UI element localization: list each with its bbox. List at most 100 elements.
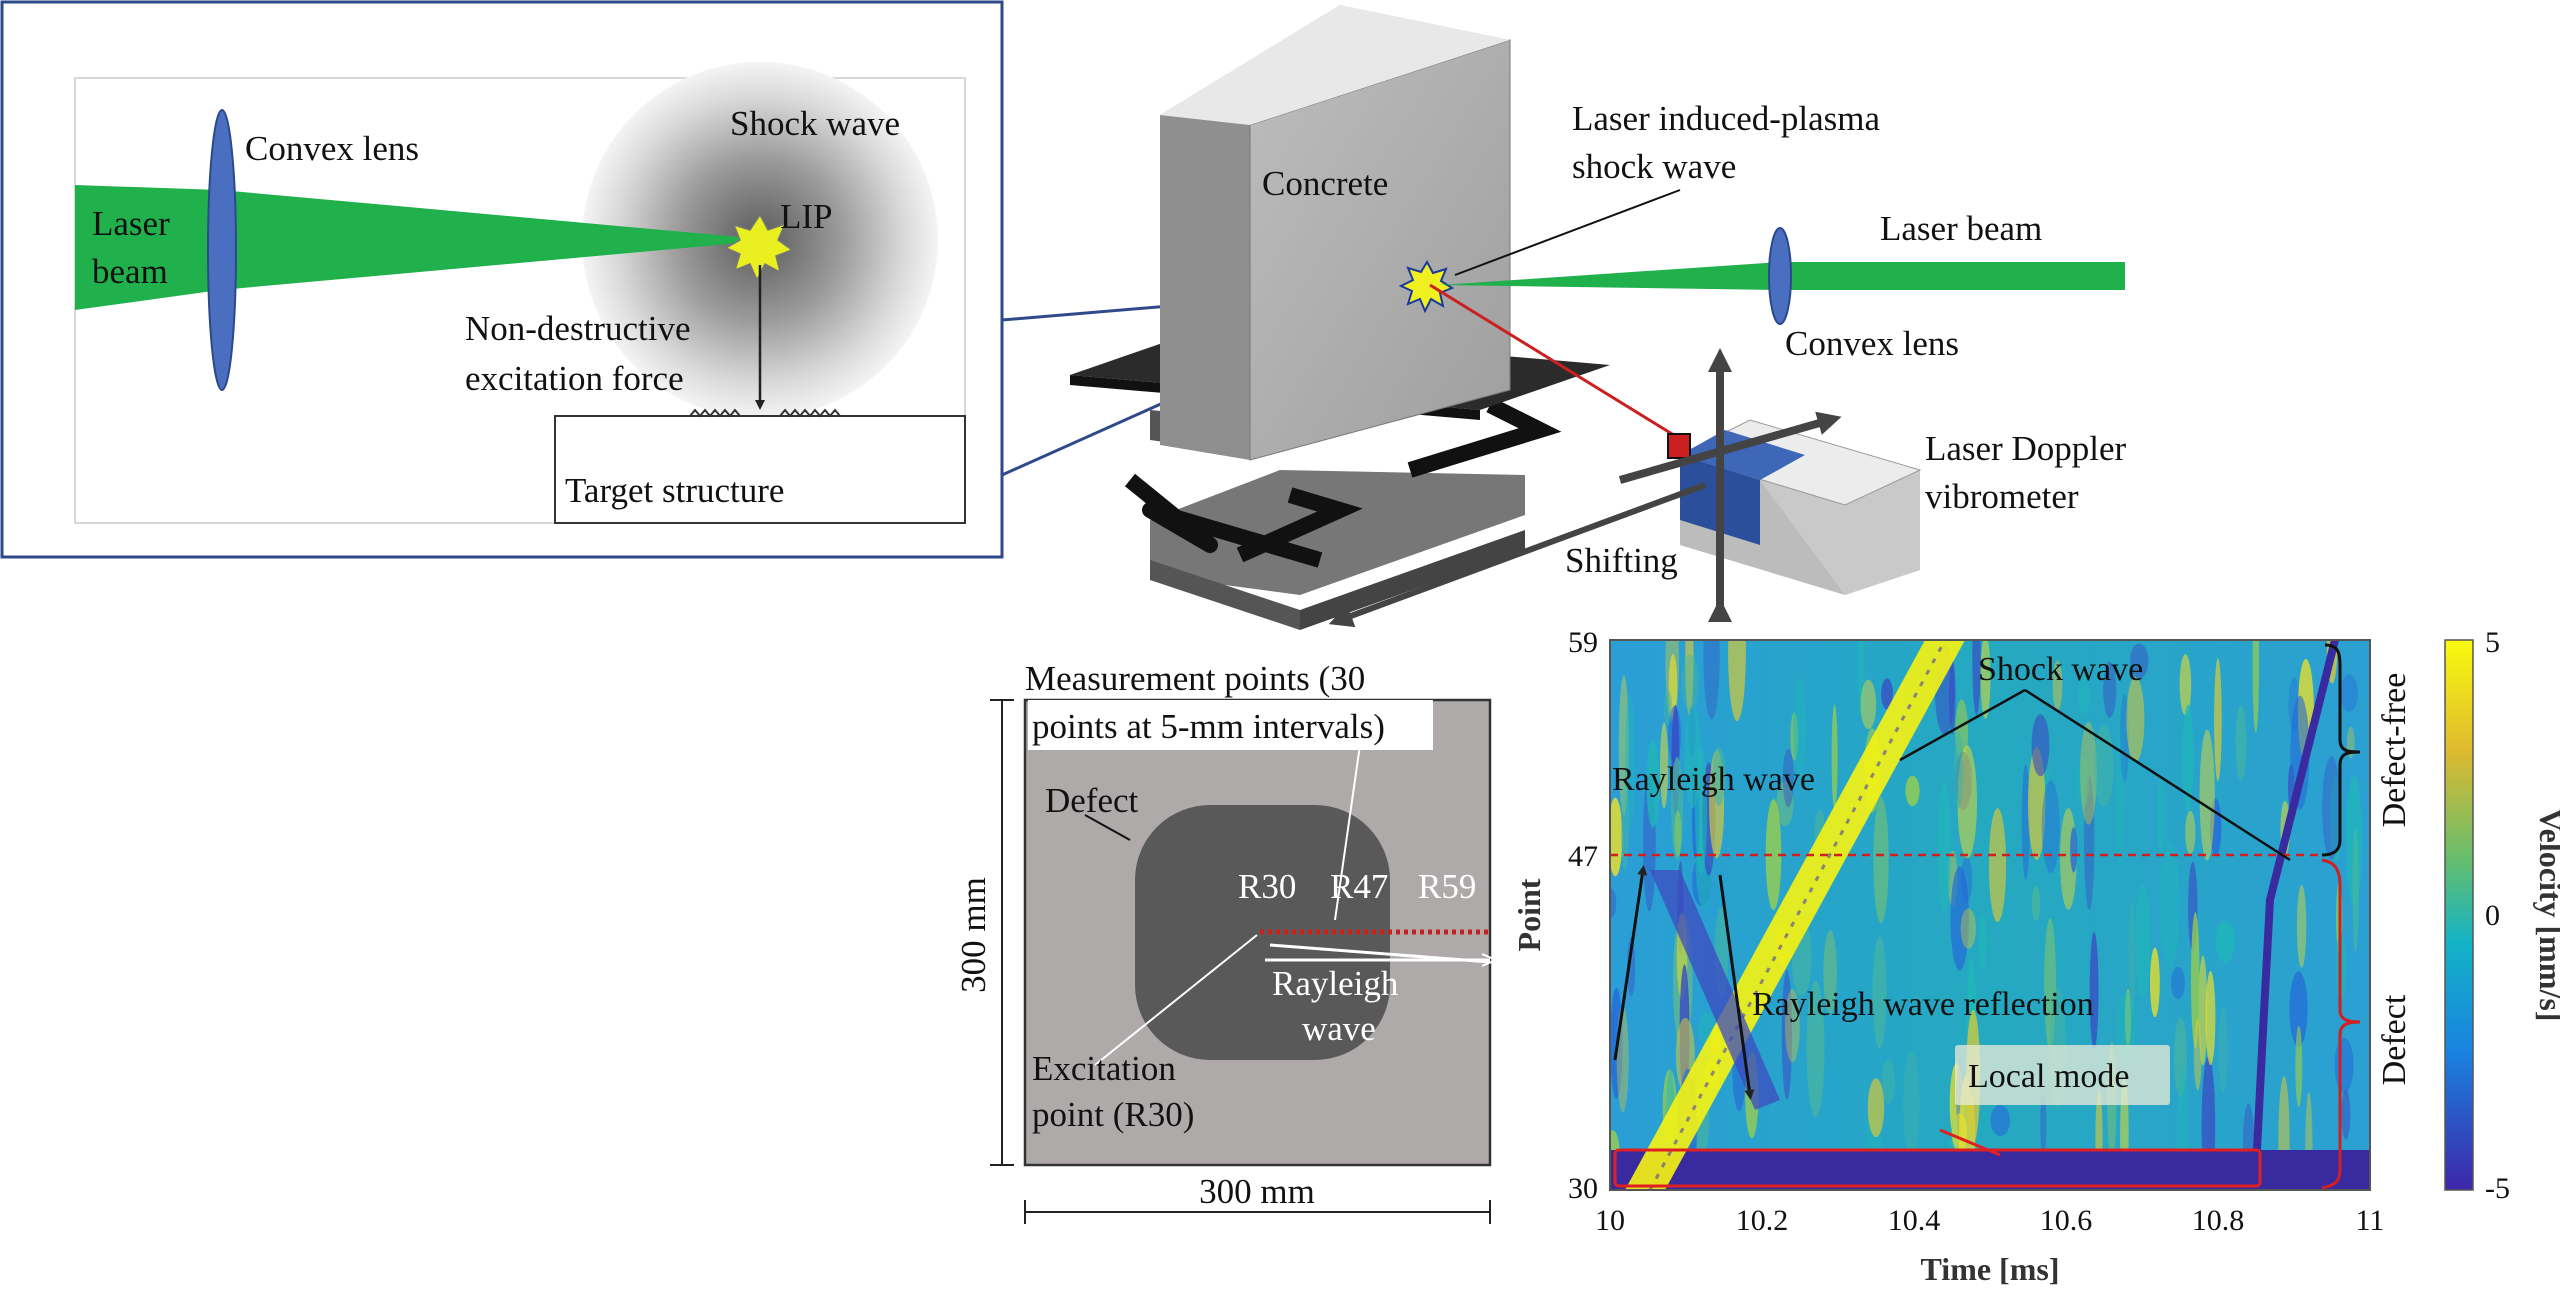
texture-streak: [2021, 764, 2030, 880]
inset-target-label: Target structure: [565, 471, 784, 510]
plot-ylabel: Point: [1511, 878, 1547, 951]
texture-streak: [2322, 756, 2341, 860]
cbar-tick-5: 5: [2485, 626, 2500, 659]
concrete-top-face: [1160, 5, 1510, 125]
shock-leader-right: [2024, 688, 2291, 862]
texture-streak: [1681, 654, 1699, 712]
texture-streak: [1793, 676, 1807, 779]
texture-streak: [1616, 1005, 1629, 1113]
specimen-schematic: Measurement points (30 points at 5-mm in…: [954, 659, 1490, 1224]
texture-streak: [2084, 775, 2095, 910]
texture-streak: [2191, 912, 2200, 1049]
local-mode-box: [1613, 1148, 2262, 1188]
texture-streak: [2193, 1018, 2202, 1091]
defect-leader-line: [1084, 814, 1131, 841]
texture-streak: [1988, 808, 2007, 923]
texture-streak: [2078, 673, 2090, 716]
local-mode-label-bg: [1955, 1045, 2170, 1105]
scissor-link-right: [1407, 397, 1562, 478]
texture-streak: [2295, 1025, 2303, 1107]
inset-panel: Laser beam Convex lens Shock wave LIP No…: [0, 0, 1004, 559]
texture-streak: [1620, 783, 1629, 871]
scissor-link-left: [1124, 473, 1323, 568]
texture-streak: [2070, 827, 2078, 873]
target-structure-box: [554, 415, 966, 524]
texture-streak: [2252, 640, 2259, 733]
reflection-band: [1650, 870, 1780, 1110]
plot-xlabel: Time [ms]: [1921, 1251, 2060, 1287]
texture-streak: [1627, 937, 1636, 996]
texture-streak: [2218, 1006, 2228, 1093]
texture-streak: [1610, 797, 1623, 877]
ldv-laser-line: [1429, 283, 1691, 447]
setup-laser-beam-label: Laser beam: [1880, 209, 2042, 248]
xtick-10.6: 10.6: [2040, 1204, 2093, 1237]
texture-streak: [2214, 658, 2222, 782]
texture-streak: [1903, 1050, 1920, 1159]
plot-rayleigh-label: Rayleigh wave: [1612, 761, 1815, 798]
plot-local-mode-label: Local mode: [1968, 1058, 2129, 1095]
dim-vertical-label: 300 mm: [954, 877, 993, 993]
texture-streak: [1685, 640, 1694, 716]
plot-defect-label: Defect: [2376, 994, 2413, 1085]
shifting-label: Shifting: [1565, 541, 1678, 580]
texture-streak: [1978, 913, 1987, 970]
dim-horizontal-label: 300 mm: [1199, 1172, 1315, 1211]
xtick-10: 10: [1595, 1204, 1625, 1237]
texture-streak: [2215, 920, 2235, 963]
experimental-setup: Concrete Laser induced-plasma shock wave…: [1070, 5, 2127, 630]
texture-streak: [1782, 749, 1794, 808]
r47-label: R47: [1330, 867, 1388, 906]
texture-streak: [1961, 856, 1973, 903]
xtick-10.2: 10.2: [1736, 1204, 1789, 1237]
texture-streak: [2235, 704, 2247, 781]
texture-streak: [2334, 1037, 2354, 1093]
cbar-tick-0: 0: [2485, 899, 2500, 932]
texture-streak: [2157, 774, 2165, 859]
surface-wave-right-icon: [779, 408, 841, 418]
texture-streak: [2179, 654, 2192, 716]
ytick-59: 59: [1568, 626, 1598, 659]
convex-lens-shape: [207, 109, 237, 391]
texture-streak: [1610, 888, 1617, 919]
texture-streak: [2103, 661, 2117, 718]
texture-streak: [2094, 725, 2114, 807]
plot-frame: [1609, 639, 2371, 1191]
cbar-label: Velocity [mm/s]: [2533, 809, 2560, 1022]
texture-streak: [1857, 640, 1865, 721]
texture-streak: [1712, 747, 1726, 806]
shock-leader-left: [1899, 688, 2026, 762]
texture-streak: [1951, 1113, 1967, 1152]
ldv-label-line1: Laser Doppler: [1925, 429, 2127, 468]
defect-free-brace: [2321, 643, 2361, 857]
rayleigh-up-arrow: [1613, 865, 1648, 1061]
surface-wave-left-icon: [689, 408, 741, 418]
texture-streak: [1905, 775, 1920, 807]
concrete-left-face: [1160, 115, 1250, 460]
inset-laser-beam-line2: beam: [92, 252, 168, 291]
measurement-leader-line: [1334, 744, 1361, 921]
texture-streak: [2040, 1093, 2047, 1158]
plot-defect-free-label: Defect-free: [2376, 673, 2413, 828]
inset-shock-wave-label: Shock wave: [730, 104, 900, 143]
texture-streak: [2199, 729, 2215, 861]
texture-streak: [2296, 884, 2307, 968]
texture-streak: [2205, 970, 2216, 1066]
texture-streak: [1663, 689, 1673, 725]
concrete-label: Concrete: [1262, 164, 1388, 203]
ldv-aperture-icon: [1667, 433, 1691, 459]
texture-streak: [1668, 653, 1678, 718]
texture-streak: [1881, 1059, 1895, 1105]
texture-streak: [2116, 726, 2125, 866]
ldv-label-line2: vibrometer: [1925, 477, 2079, 516]
texture-streak: [2080, 721, 2097, 825]
texture-streak: [1881, 678, 1893, 710]
plasma-label-line2: shock wave: [1572, 147, 1736, 186]
texture-streak: [2185, 810, 2196, 855]
texture-streak: [1954, 731, 1964, 808]
texture-streak: [2198, 955, 2208, 1066]
texture-streak: [1660, 722, 1669, 809]
setup-convex-lens-label: Convex lens: [1785, 324, 1959, 363]
texture-streak: [2031, 714, 2050, 777]
texture-streak: [2352, 828, 2359, 953]
